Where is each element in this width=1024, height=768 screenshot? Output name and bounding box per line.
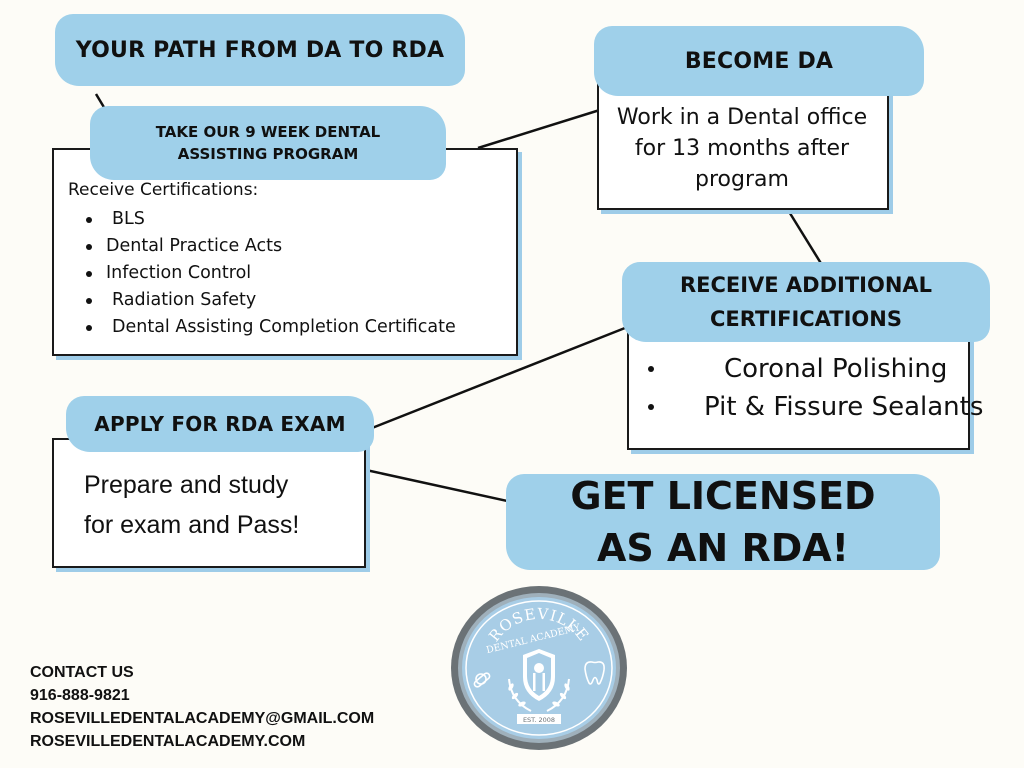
header-banner: YOUR PATH FROM DA TO RDA	[55, 14, 465, 86]
academy-logo: ROSEVILLE DENTAL ACADEMY EST. 2008	[451, 586, 627, 750]
contact-phone[interactable]: 916-888-9821	[30, 687, 130, 704]
additional-item: Coronal Polishing	[724, 354, 948, 384]
da-line: Work in a Dental office	[616, 105, 868, 130]
additional-item: Pit & Fissure Sealants	[704, 392, 984, 422]
connector-program-to-da	[477, 107, 604, 150]
program-banner: TAKE OUR 9 WEEK DENTAL ASSISTING PROGRAM	[90, 106, 446, 180]
dental-tool-icon	[473, 672, 491, 688]
bullet-icon	[86, 271, 92, 277]
additional-box	[627, 330, 970, 450]
exam-title: APPLY FOR RDA EXAM	[94, 412, 346, 436]
additional-title-line2: CERTIFICATIONS	[709, 307, 902, 331]
contact-block: CONTACT US 916-888-9821 ROSEVILLEDENTALA…	[30, 661, 374, 753]
tooth-icon	[584, 661, 605, 685]
contact-website[interactable]: ROSEVILLEDENTALACADEMY.COM	[30, 733, 306, 750]
cert-item: Infection Control	[106, 263, 252, 283]
license-line2: AS AN RDA!	[597, 526, 849, 570]
da-description: Work in a Dental office for 13 months af…	[606, 102, 878, 195]
list-item: Infection Control	[86, 260, 506, 287]
certs-heading: Receive Certifications:	[68, 180, 259, 200]
list-item: BLS	[86, 206, 506, 233]
da-line: for 13 months after	[634, 136, 850, 161]
cert-item: Dental Assisting Completion Certificate	[112, 317, 456, 337]
connector-da-to-additional	[786, 209, 824, 266]
cert-item: BLS	[112, 209, 145, 229]
connector-additional-to-exam	[371, 324, 631, 430]
exam-line: Prepare and study	[84, 471, 289, 499]
dental-shield-logo-icon	[523, 649, 555, 701]
da-banner: BECOME DA	[594, 26, 924, 96]
exam-banner: APPLY FOR RDA EXAM	[66, 396, 374, 452]
exam-description: Prepare and study for exam and Pass!	[84, 465, 299, 545]
connector-exam-to-license	[365, 468, 513, 504]
bullet-icon	[86, 325, 92, 331]
list-item: Dental Practice Acts	[86, 233, 506, 260]
bullet-icon	[648, 404, 654, 410]
logo-est: EST. 2008	[523, 716, 555, 724]
additional-title-line1: RECEIVE ADDITIONAL	[679, 273, 933, 297]
exam-line: for exam and Pass!	[84, 511, 300, 539]
additional-list: Coronal Polishing Pit & Fissure Sealants	[648, 350, 983, 426]
list-item: Pit & Fissure Sealants	[648, 388, 983, 426]
additional-banner: RECEIVE ADDITIONAL CERTIFICATIONS	[622, 262, 990, 342]
cert-item: Radiation Safety	[112, 290, 257, 310]
certs-list: BLS Dental Practice Acts Infection Contr…	[86, 206, 506, 341]
license-line1: GET LICENSED	[570, 474, 876, 518]
da-title: BECOME DA	[684, 48, 834, 74]
license-banner: GET LICENSED AS AN RDA!	[506, 474, 940, 570]
bullet-icon	[86, 244, 92, 250]
contact-heading: CONTACT US	[30, 664, 134, 681]
cert-item: Dental Practice Acts	[106, 236, 283, 256]
list-item: Coronal Polishing	[648, 350, 968, 388]
da-line: program	[695, 167, 789, 192]
header-title: YOUR PATH FROM DA TO RDA	[75, 37, 445, 63]
program-title-line1: TAKE OUR 9 WEEK DENTAL	[155, 123, 381, 141]
program-box	[52, 148, 518, 356]
bullet-icon	[86, 217, 92, 223]
bullet-icon	[648, 366, 654, 372]
contact-email[interactable]: ROSEVILLEDENTALACADEMY@GMAIL.COM	[30, 710, 375, 727]
exam-box	[52, 438, 366, 568]
list-item: Dental Assisting Completion Certificate	[86, 314, 506, 341]
list-item: Radiation Safety	[86, 287, 506, 314]
bullet-icon	[86, 298, 92, 304]
program-title-line2: ASSISTING PROGRAM	[177, 145, 359, 163]
